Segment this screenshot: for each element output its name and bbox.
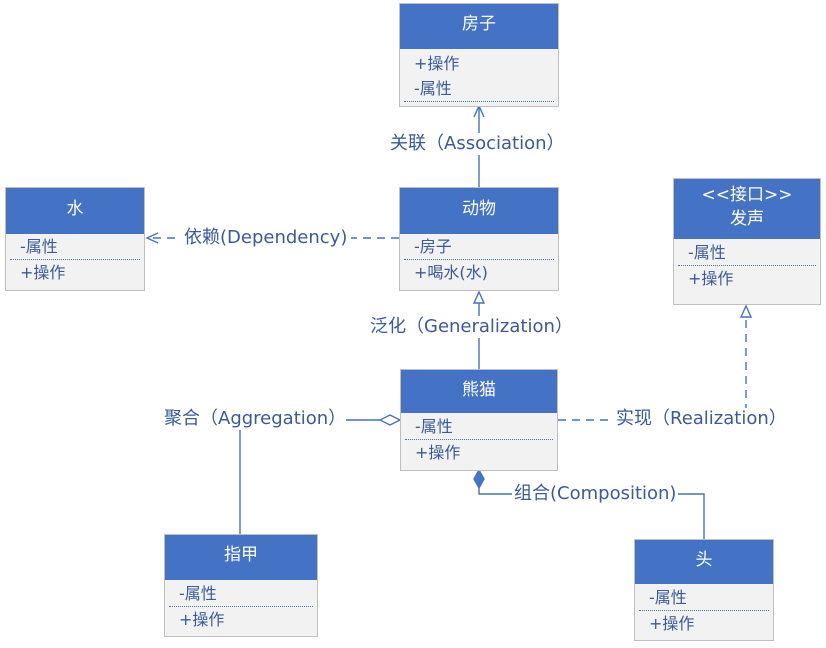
composition-diamond [473, 468, 485, 490]
realization-arrowhead [739, 304, 753, 318]
class-member: +操作 [179, 610, 225, 629]
class-member: -属性 [169, 580, 313, 607]
composition-label: 组合(Composition) [512, 483, 679, 505]
generalization-label: 泛化（Generalization） [370, 316, 573, 338]
class-title: 发声 [730, 209, 764, 229]
class-member: +操作 [415, 443, 461, 462]
class-member: -属性 [404, 76, 554, 102]
interface-header: <<接口>> 发声 [674, 179, 820, 239]
class-member: -属性 [10, 234, 140, 260]
class-member: +操作 [688, 269, 734, 288]
class-title: 水 [6, 188, 144, 234]
class-member: -房子 [404, 234, 554, 260]
interface-sound[interactable]: <<接口>> 发声 -属性 +操作 [673, 178, 821, 305]
class-head[interactable]: 头 -属性 +操作 [634, 539, 774, 641]
class-member: -属性 [639, 584, 769, 611]
dependency-label: 依赖(Dependency) [180, 227, 352, 249]
aggregation-diamond [378, 414, 402, 426]
class-member: +喝水(水) [414, 263, 488, 282]
class-title: 指甲 [165, 535, 317, 580]
class-nail[interactable]: 指甲 -属性 +操作 [164, 534, 318, 637]
realization-line [558, 317, 747, 421]
class-member: +操作 [20, 263, 66, 282]
class-title: 头 [635, 540, 773, 584]
class-title: 熊猫 [401, 370, 557, 413]
class-member: -属性 [678, 239, 816, 266]
class-title: 房子 [400, 4, 558, 49]
class-member: +操作 [649, 614, 695, 633]
class-house[interactable]: 房子 +操作 -属性 [399, 3, 559, 107]
class-animal[interactable]: 动物 -房子 +喝水(水) [399, 187, 559, 291]
class-title: 动物 [400, 188, 558, 234]
generalization-arrowhead [472, 290, 486, 304]
class-water[interactable]: 水 -属性 +操作 [5, 187, 145, 291]
aggregation-label: 聚合（Aggregation） [164, 408, 347, 430]
realization-label: 实现（Realization） [614, 408, 789, 430]
class-member: +操作 [414, 54, 460, 73]
interface-stereotype: <<接口>> [701, 185, 793, 205]
class-member: -属性 [405, 413, 553, 440]
aggregation-line [239, 419, 380, 535]
dependency-arrowhead [145, 232, 159, 244]
class-panda[interactable]: 熊猫 -属性 +操作 [400, 369, 558, 471]
association-label: 关联（Association） [390, 133, 565, 155]
